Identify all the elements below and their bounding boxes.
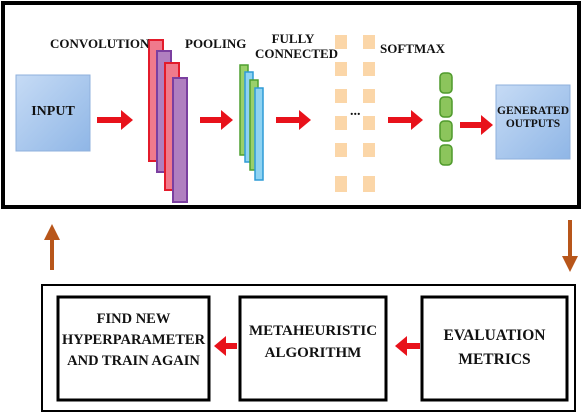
arrow-evaluation-to-metaheuristic	[395, 336, 420, 356]
convolution-layer-4	[172, 77, 188, 203]
metaheuristic-line-2: ALGORITHM	[264, 344, 362, 361]
find-new-hyperparameter-box	[56, 295, 211, 402]
fc-node	[363, 62, 375, 76]
softmax-node	[439, 144, 453, 166]
convolution-layers	[148, 39, 188, 203]
softmax-node	[439, 96, 453, 118]
fc-node	[363, 89, 375, 103]
generated-outputs-label: GENERATED OUTPUTS	[496, 105, 570, 131]
arrow-input-to-convolution	[97, 110, 133, 130]
fully-connected-label: FULLY CONNECTED	[255, 31, 339, 61]
fully-connected-line-1: FULLY	[271, 31, 315, 46]
find-new-line-2: HYPERPARAMETER	[61, 332, 206, 349]
pooling-layer-4	[254, 87, 264, 181]
fc-node	[363, 176, 375, 192]
arrow-fully-connected-to-softmax	[388, 110, 423, 130]
softmax-label: SOFTMAX	[380, 41, 445, 56]
pooling-layers	[239, 64, 264, 181]
generated-outputs-line-1: GENERATED	[497, 105, 569, 117]
evaluation-line-2: METRICS	[458, 351, 531, 369]
fully-connected-line-2: CONNECTED	[255, 45, 339, 61]
find-new-line-1: FIND NEW	[96, 311, 171, 327]
fc-node	[335, 62, 347, 76]
find-new-line-3: AND TRAIN AGAIN	[67, 353, 200, 370]
fc-node	[363, 143, 375, 157]
fc-node	[335, 89, 347, 103]
generated-outputs-box	[495, 84, 571, 160]
metaheuristic-algorithm-label: METAHEURISTIC ALGORITHM	[240, 321, 386, 365]
metaheuristic-algorithm-box	[238, 295, 388, 402]
find-new-hyperparameter-label: FIND NEW HYPERPARAMETER AND TRAIN AGAIN	[58, 309, 209, 372]
softmax-node	[439, 72, 453, 94]
input-box	[15, 74, 91, 152]
arrow-up-to-pipeline	[44, 224, 60, 270]
fully-connected-nodes	[335, 35, 375, 192]
convolution-label: CONVOLUTION	[50, 36, 150, 51]
input-label: INPUT	[31, 104, 75, 119]
optimization-loop-frame	[41, 284, 576, 412]
fc-node	[335, 176, 347, 192]
evaluation-metrics-box	[420, 295, 569, 402]
evaluation-metrics-label: EVALUATION METRICS	[422, 324, 567, 372]
generated-outputs-line-2: OUTPUTS	[505, 117, 561, 130]
fc-node	[335, 35, 347, 49]
arrow-down-to-evaluation	[562, 220, 578, 272]
softmax-node	[439, 120, 453, 142]
evaluation-line-1: EVALUATION	[443, 327, 546, 344]
softmax-nodes	[439, 72, 453, 166]
metaheuristic-line-1: METAHEURISTIC	[248, 323, 378, 339]
arrow-convolution-to-pooling	[200, 110, 233, 130]
fc-node	[363, 35, 375, 49]
fc-ellipsis: ...	[350, 104, 361, 119]
fc-node	[363, 116, 375, 130]
fc-node	[335, 116, 347, 130]
pooling-label: POOLING	[185, 36, 247, 51]
arrow-pooling-to-fully-connected	[276, 110, 311, 130]
arrow-softmax-to-outputs	[460, 115, 493, 135]
fc-node	[335, 143, 347, 157]
arrow-metaheuristic-to-find-new	[214, 336, 237, 356]
cnn-pipeline-frame	[1, 1, 581, 209]
